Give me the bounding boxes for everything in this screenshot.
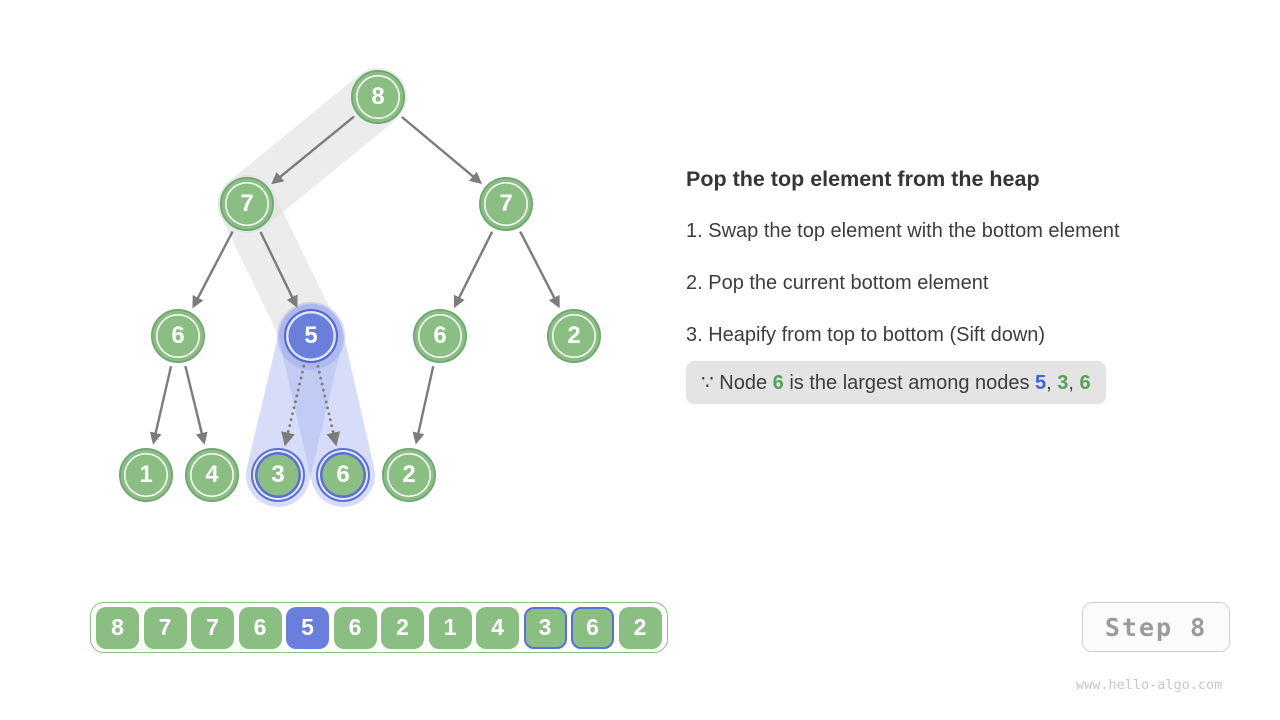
note-fragment: 5 bbox=[1035, 372, 1047, 394]
array-cell-8: 8 bbox=[96, 606, 139, 649]
array-cell-2: 2 bbox=[618, 606, 662, 649]
tree-node-3: 3 bbox=[251, 448, 305, 502]
tree-edge bbox=[192, 230, 234, 309]
highlight-bands-layer bbox=[218, 68, 407, 507]
compare-edge-dotted bbox=[316, 364, 341, 447]
tree-edge bbox=[271, 115, 355, 185]
array-cell-4: 4 bbox=[476, 606, 519, 649]
note-fragment: is the largest among nodes bbox=[783, 372, 1036, 394]
tree-node-6: 6 bbox=[316, 448, 370, 502]
reason-note: ∵ Node 6 is the largest among nodes 5, 3… bbox=[686, 361, 1106, 404]
tree-node-6: 6 bbox=[413, 309, 467, 363]
instruction-step-2: 2. Pop the current bottom element bbox=[686, 272, 989, 294]
note-fragment: 6 bbox=[1079, 372, 1091, 394]
tree-edge bbox=[401, 115, 483, 184]
array-cell-5: 5 bbox=[286, 606, 329, 649]
tree-node-1: 1 bbox=[119, 448, 173, 502]
instruction-step-3: 3. Heapify from top to bottom (Sift down… bbox=[686, 324, 1046, 346]
panel-title: Pop the top element from the heap bbox=[686, 167, 1040, 191]
tree-edge bbox=[184, 365, 208, 445]
array-cell-1: 1 bbox=[428, 606, 472, 649]
tree-node-4: 4 bbox=[185, 448, 239, 502]
step-counter-badge[interactable]: Step 8 bbox=[1082, 602, 1230, 652]
tree-edge bbox=[149, 365, 173, 445]
tree-edge bbox=[519, 231, 560, 309]
array-cell-6: 6 bbox=[571, 606, 614, 649]
note-fragment: , bbox=[1068, 372, 1080, 394]
array-cell-7: 7 bbox=[143, 606, 187, 649]
site-watermark: www.hello-algo.com bbox=[1076, 677, 1223, 693]
array-cell-2: 2 bbox=[381, 606, 424, 649]
note-fragment: 3 bbox=[1057, 372, 1069, 394]
array-cell-6: 6 bbox=[333, 606, 377, 649]
array-cell-6: 6 bbox=[238, 606, 282, 649]
tree-edge bbox=[453, 231, 494, 309]
tree-edge bbox=[259, 231, 298, 308]
tree-node-5: 5 bbox=[284, 309, 338, 363]
note-fragment: 6 bbox=[772, 372, 784, 394]
tree-node-6: 6 bbox=[151, 309, 205, 363]
explanation-panel: Pop the top element from the heap 1. Swa… bbox=[686, 167, 1206, 404]
tree-edges-layer bbox=[149, 115, 560, 447]
compare-edge-dotted bbox=[281, 364, 306, 447]
tree-node-2: 2 bbox=[547, 309, 601, 363]
tree-node-7: 7 bbox=[220, 177, 274, 231]
array-cell-7: 7 bbox=[191, 606, 234, 649]
tree-node-8: 8 bbox=[351, 70, 405, 124]
tree-node-7: 7 bbox=[479, 177, 533, 231]
note-fragment: , bbox=[1046, 372, 1058, 394]
tree-edge bbox=[412, 365, 435, 445]
tree-node-2: 2 bbox=[382, 448, 436, 502]
instruction-step-1: 1. Swap the top element with the bottom … bbox=[686, 220, 1120, 242]
array-cell-3: 3 bbox=[523, 606, 567, 649]
note-fragment: ∵ Node bbox=[701, 372, 773, 394]
